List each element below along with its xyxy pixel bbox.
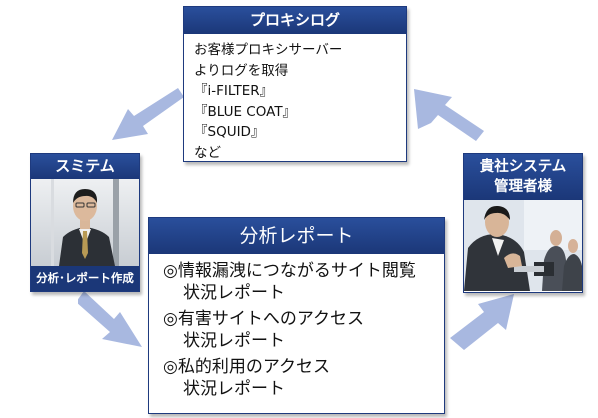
report-items: ◎情報漏洩につながるサイト閲覧 状況レポート ◎有害サイトへのアクセス 状況レポ…: [149, 254, 444, 400]
admin-title-line2: 管理者様: [494, 179, 552, 195]
proxy-log-title: プロキシログ: [184, 7, 406, 34]
proxy-log-lines: お客様プロキシサーバー よりログを取得 『i-FILTER』 『BLUE COA…: [184, 34, 406, 163]
arrow-sumitem-to-report: [78, 291, 142, 347]
businessman-photo: [31, 179, 139, 266]
report-item-title: ◎有害サイトへのアクセス: [163, 309, 364, 329]
report-item-subtitle: 状況レポート: [183, 283, 285, 303]
proxy-log-line: 『SQUID』: [194, 124, 265, 140]
arrow-proxy-to-sumitem: [112, 88, 184, 140]
report-item-title: ◎情報漏洩につながるサイト閲覧: [163, 261, 416, 281]
proxy-log-line: 『BLUE COAT』: [194, 103, 297, 120]
sumitem-box: スミテム 分析･レポート作成: [30, 153, 140, 292]
arrow-admin-to-proxy: [414, 89, 484, 141]
report-item-subtitle: 状況レポート: [183, 379, 285, 399]
report-item: ◎情報漏洩につながるサイト閲覧 状況レポート: [163, 260, 444, 304]
report-item: ◎有害サイトへのアクセス 状況レポート: [163, 308, 444, 352]
proxy-log-line: よりログを取得: [194, 62, 289, 79]
proxy-log-line: 『i-FILTER』: [194, 83, 274, 99]
report-item: ◎私的利用のアクセス 状況レポート: [163, 356, 444, 400]
arrow-report-to-admin: [450, 294, 514, 350]
proxy-log-line: お客様プロキシサーバー: [194, 42, 343, 58]
sumitem-caption: 分析･レポート作成: [31, 266, 139, 291]
office-workers-photo: [464, 200, 582, 291]
admin-title-line1: 貴社システム: [479, 159, 567, 175]
report-item-subtitle: 状況レポート: [183, 331, 285, 351]
admin-box: 貴社システム 管理者様: [463, 153, 583, 293]
proxy-log-box: プロキシログ お客様プロキシサーバー よりログを取得 『i-FILTER』 『B…: [183, 6, 407, 162]
sumitem-title: スミテム: [31, 154, 139, 179]
report-item-title: ◎私的利用のアクセス: [163, 357, 330, 377]
report-title: 分析レポート: [149, 218, 444, 254]
report-box: 分析レポート ◎情報漏洩につながるサイト閲覧 状況レポート ◎有害サイトへのアク…: [148, 217, 445, 414]
admin-title: 貴社システム 管理者様: [464, 154, 582, 200]
proxy-log-line: など: [194, 144, 221, 161]
